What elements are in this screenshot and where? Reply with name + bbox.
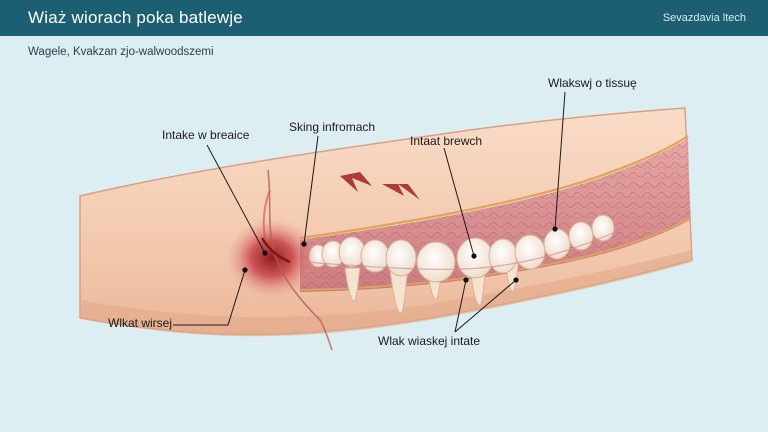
label-wlakswj-tissue: Wlakswj o tissuę [548,76,637,90]
page-title: Wiaż wiorach poka batlewje [28,8,243,27]
label-intake-breaice: Intake w breaice [162,128,250,142]
brand-label: Sevazdavia ltech [662,12,746,24]
label-intaat-brewch: Intaat brewch [410,134,483,148]
wound-area [226,218,318,298]
callout-lines [173,91,566,333]
label-sking-infromach: Sking infromach [289,120,376,134]
callout-dots [242,226,558,283]
label-wlak-wiaskej-intate: Wlak wiaskej intate [378,334,481,348]
label-wlkat-wirsej: Wlkat wirsej [108,316,173,330]
header-bar: Wiaż wiorach poka batlewje Sevazdavia lt… [0,0,768,36]
skin-cuts [340,172,420,200]
page-subtitle: Wagele, Kvakzan zjo-walwoodszemi [28,46,214,58]
